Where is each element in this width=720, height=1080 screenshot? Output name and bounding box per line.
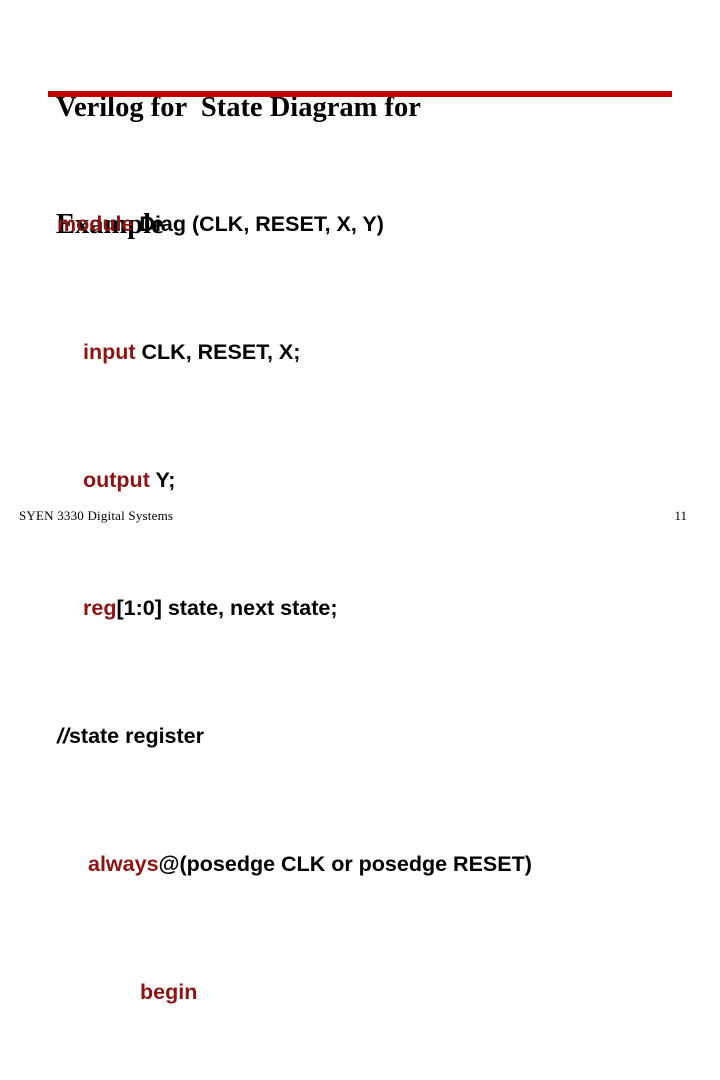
code-keyword: always [88,852,159,876]
footer-page-number: 11 [674,508,687,523]
code-text: state register [68,724,204,748]
code-comment-line: //state register [0,720,720,752]
page-title-line-2: Example [56,209,164,240]
code-keyword: begin [140,980,198,1004]
code-text: [1:0] state, next state; [116,596,338,620]
code-line: module Diag (CLK, RESET, X, Y) [0,208,720,240]
code-text: @(posedge CLK or posedge RESET) [158,852,532,876]
code-keyword: output [83,468,150,492]
code-line: begin [0,976,720,1008]
code-text: Y; [149,468,176,492]
code-keyword: module [57,212,134,236]
code-line: reg[1:0] state, next state; [0,592,720,624]
page-title: Verilog for State Diagram for Example [56,10,676,283]
slide-footer: SYEN 3330 Digital Systems 11 [0,508,720,530]
title-divider-rule [48,91,672,97]
code-keyword: reg [83,596,117,620]
code-text: Diag (CLK, RESET, X, Y) [133,212,384,236]
code-line: output Y; [0,464,720,496]
code-keyword: input [83,340,136,364]
code-text: CLK, RESET, X; [135,340,301,364]
code-line: input CLK, RESET, X; [0,336,720,368]
comment-marker: // [57,724,69,748]
page-title-line-1: Verilog for State Diagram for [56,92,421,123]
verilog-code-block: module Diag (CLK, RESET, X, Y) input CLK… [0,112,720,1080]
footer-course-label: SYEN 3330 Digital Systems [19,508,174,523]
code-line: always@(posedge CLK or posedge RESET) [0,848,720,880]
